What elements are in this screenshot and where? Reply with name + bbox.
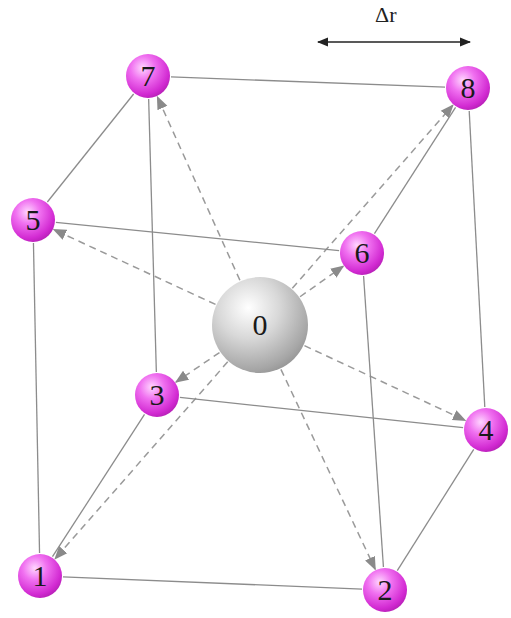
atom-number: 6 xyxy=(355,238,370,268)
cube-edge xyxy=(149,99,157,372)
corner-atom: 3 xyxy=(135,373,179,417)
bond-vector xyxy=(304,346,465,421)
dimension-arrow xyxy=(318,41,470,42)
atom-number: 8 xyxy=(461,73,476,103)
cube-edge xyxy=(56,222,339,250)
corner-atom: 2 xyxy=(363,568,407,612)
bond-vector xyxy=(300,266,343,296)
corner-atom: 1 xyxy=(18,554,62,598)
atom-number: 5 xyxy=(26,205,41,235)
atom-number: 7 xyxy=(141,61,156,91)
atom-number: 4 xyxy=(479,415,494,445)
cube-edge xyxy=(52,414,144,556)
bond-vector xyxy=(176,353,219,383)
atom-number: 3 xyxy=(150,380,165,410)
dimension-label: Δr xyxy=(375,2,396,28)
corner-atom: 6 xyxy=(340,231,384,275)
atom-number: 1 xyxy=(33,561,48,591)
cube-edge xyxy=(33,243,39,553)
bond-vector xyxy=(292,105,453,288)
cube-edge xyxy=(397,449,473,570)
atom-number: 0 xyxy=(253,310,268,340)
corner-atom: 5 xyxy=(11,198,55,242)
cube-edge xyxy=(63,577,362,589)
cube-edge xyxy=(364,276,384,567)
bond-vector xyxy=(157,97,239,280)
cube-edge xyxy=(374,107,455,233)
bond-vector xyxy=(54,230,216,305)
center-atom: 0 xyxy=(212,277,308,373)
corner-atom: 8 xyxy=(446,66,490,110)
corner-atom: 7 xyxy=(126,54,170,98)
corner-atom: 4 xyxy=(464,408,508,452)
cube-edge xyxy=(469,111,485,407)
bond-vector xyxy=(281,369,375,569)
atom-number: 2 xyxy=(378,575,393,605)
bond-vector xyxy=(55,362,228,559)
cube-edge xyxy=(171,77,445,87)
cube-edge xyxy=(180,397,463,427)
cube-edge xyxy=(47,94,133,202)
